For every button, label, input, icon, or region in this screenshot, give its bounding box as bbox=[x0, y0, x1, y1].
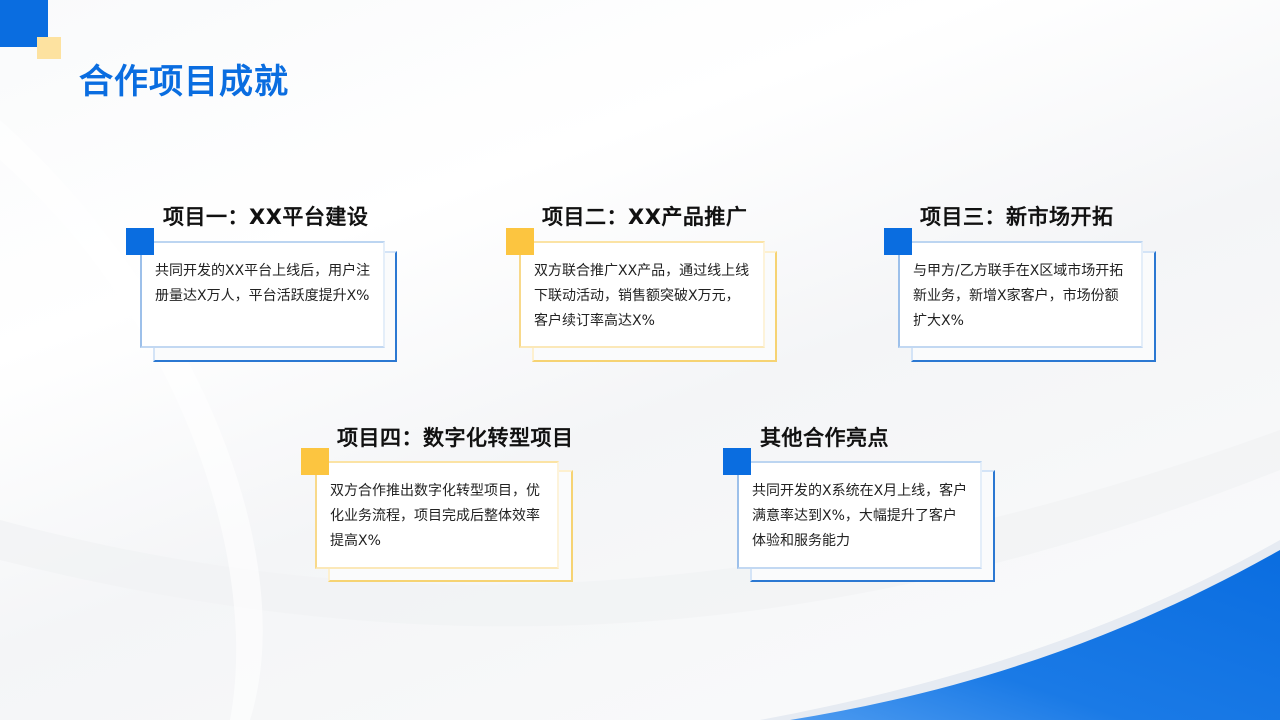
card-title: 项目二：XX产品推广 bbox=[542, 205, 748, 229]
card-body-text: 双方联合推广XX产品，通过线上线下联动活动，销售额突破X万元，客户续订率高达X% bbox=[534, 263, 750, 329]
card-title: 其他合作亮点 bbox=[760, 426, 889, 450]
card-title: 项目三：新市场开拓 bbox=[920, 205, 1114, 229]
card-accent-square bbox=[884, 228, 912, 255]
card-title: 项目一：XX平台建设 bbox=[163, 205, 369, 229]
card-content-box: 与甲方/乙方联手在X区域市场开拓新业务，新增X家客户，市场份额扩大X% bbox=[898, 241, 1143, 348]
card-accent-square bbox=[126, 228, 154, 255]
card-content-box: 共同开发的XX平台上线后，用户注册量达X万人，平台活跃度提升X% bbox=[140, 241, 385, 348]
card-accent-square bbox=[506, 228, 534, 255]
card-body-text: 共同开发的X系统在X月上线，客户满意率达到X%，大幅提升了客户体验和服务能力 bbox=[752, 483, 968, 549]
card-body-text: 双方合作推出数字化转型项目，优化业务流程，项目完成后整体效率提高X% bbox=[330, 483, 540, 549]
card-content-box: 双方合作推出数字化转型项目，优化业务流程，项目完成后整体效率提高X% bbox=[315, 461, 559, 569]
card-accent-square bbox=[723, 448, 751, 475]
card-body-text: 共同开发的XX平台上线后，用户注册量达X万人，平台活跃度提升X% bbox=[155, 263, 371, 304]
page-title: 合作项目成就 bbox=[79, 62, 289, 102]
card-content-box: 共同开发的X系统在X月上线，客户满意率达到X%，大幅提升了客户体验和服务能力 bbox=[737, 461, 982, 569]
card-title: 项目四：数字化转型项目 bbox=[337, 426, 574, 450]
card-body-text: 与甲方/乙方联手在X区域市场开拓新业务，新增X家客户，市场份额扩大X% bbox=[913, 263, 1124, 329]
corner-decoration-yellow bbox=[37, 37, 61, 59]
card-content-box: 双方联合推广XX产品，通过线上线下联动活动，销售额突破X万元，客户续订率高达X% bbox=[519, 241, 765, 348]
card-accent-square bbox=[301, 448, 329, 475]
